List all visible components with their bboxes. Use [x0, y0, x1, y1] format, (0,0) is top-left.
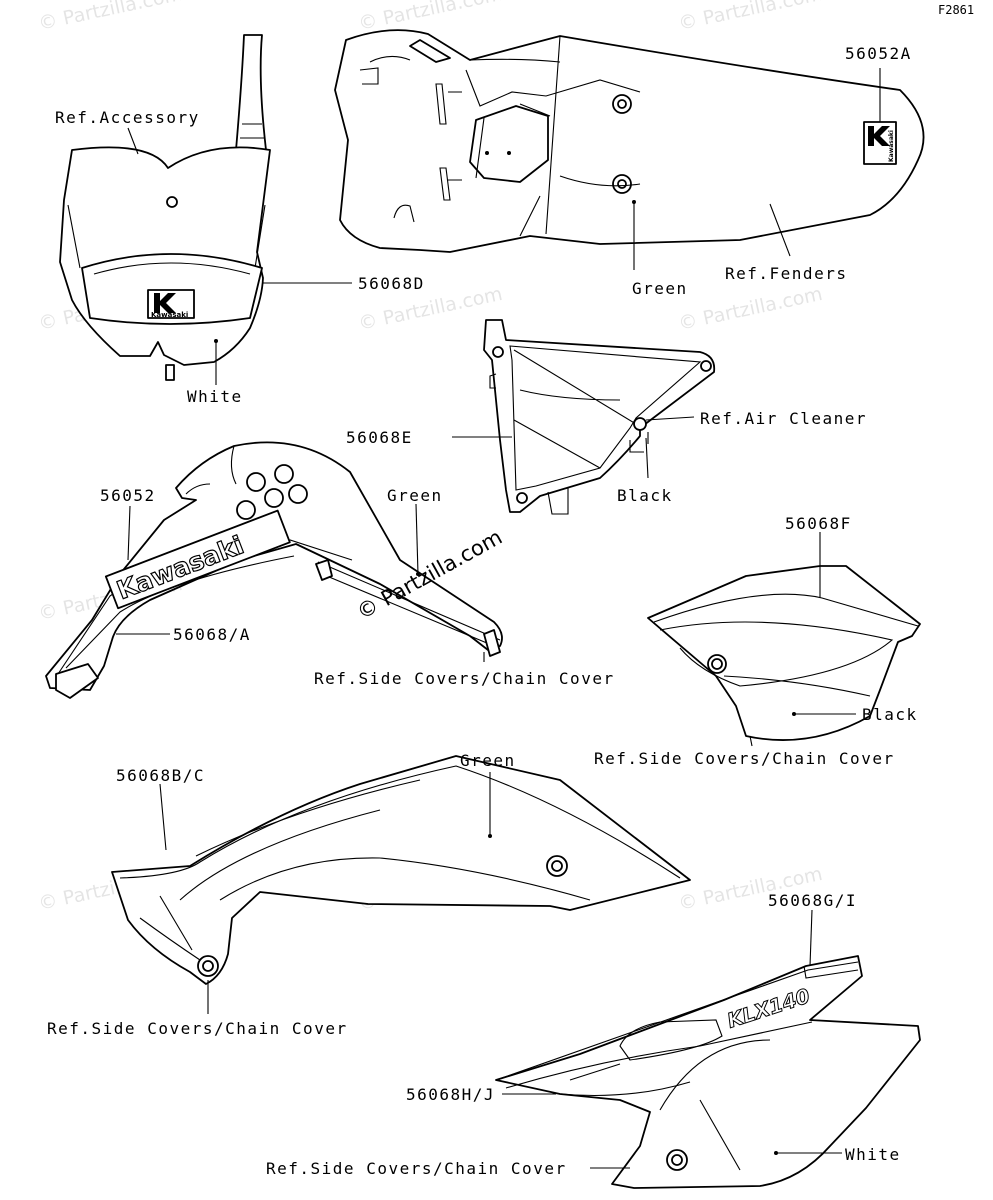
leader-green-shroud	[415, 503, 419, 575]
label-white-front: White	[187, 387, 243, 406]
front-number-plate: Kawasaki	[59, 34, 271, 381]
leader-ref-accessory	[127, 127, 139, 155]
leader-56052	[127, 505, 131, 561]
rear-fender: Kawasaki	[334, 29, 925, 253]
side-cover-lower-right: KLX140	[495, 955, 921, 1189]
label-black-air: Black	[617, 486, 673, 505]
label-56068a: 56068/A	[173, 625, 251, 644]
label-56068gi: 56068G/I	[768, 891, 857, 910]
figure-id: F2861	[938, 3, 974, 17]
label-56068bc: 56068B/C	[116, 766, 205, 785]
label-green-cover: Green	[460, 751, 516, 770]
kawasaki-logo-text: Kawasaki	[151, 311, 188, 319]
leader-56068gi	[809, 909, 813, 967]
label-green-fender: Green	[632, 279, 688, 298]
label-white-side: White	[845, 1145, 901, 1164]
label-ref-side-3: Ref.Side Covers/Chain Cover	[47, 1019, 348, 1038]
air-cleaner-cover	[483, 319, 716, 515]
side-cover-upper	[647, 565, 921, 741]
kawasaki-logo-text: Kawasaki	[888, 130, 895, 162]
leader-black-air	[645, 437, 649, 479]
label-ref-accessory: Ref.Accessory	[55, 108, 200, 127]
label-black-side: Black	[862, 705, 918, 724]
watermark: © Partzilla.com	[676, 283, 824, 335]
watermark: © Partzilla.com	[676, 0, 824, 35]
label-56068f: 56068F	[785, 514, 852, 533]
label-ref-side-2: Ref.Side Covers/Chain Cover	[594, 749, 895, 768]
label-56052: 56052	[100, 486, 156, 505]
label-ref-air-cleaner: Ref.Air Cleaner	[700, 409, 867, 428]
leader-56068bc	[159, 783, 167, 851]
label-green-shroud: Green	[387, 486, 443, 505]
label-56068hj: 56068H/J	[406, 1085, 495, 1104]
leader-ref-air-cleaner	[645, 416, 695, 421]
label-ref-fenders: Ref.Fenders	[725, 264, 847, 283]
label-ref-side-4: Ref.Side Covers/Chain Cover	[266, 1159, 567, 1178]
leader-ref-side-2	[749, 735, 753, 747]
label-56052a: 56052A	[845, 44, 912, 63]
label-56068d: 56068D	[358, 274, 425, 293]
leader-ref-fenders	[769, 203, 791, 257]
label-ref-side-1: Ref.Side Covers/Chain Cover	[314, 669, 615, 688]
watermark: © Partzilla.com	[36, 0, 184, 35]
label-56068e: 56068E	[346, 428, 413, 447]
side-cover-lower-left	[111, 755, 691, 985]
watermark: © Partzilla.com	[356, 0, 504, 35]
